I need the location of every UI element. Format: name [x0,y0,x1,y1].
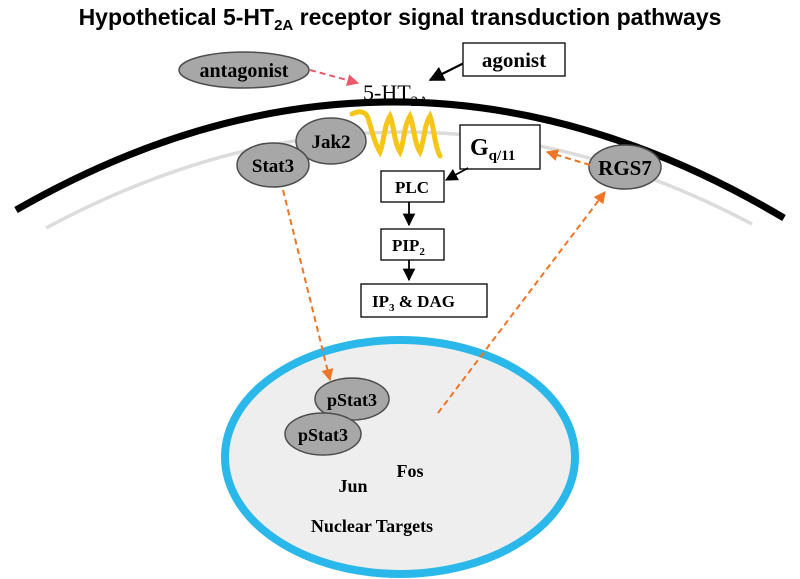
cell-membrane-outer [14,98,786,222]
pip2-label: PIP2 [392,236,425,258]
jak2-node: Jak2 [295,117,367,165]
rgs7-to-gq-arrow [545,149,591,166]
stat3-node: Stat3 [236,142,310,188]
jak2-label: Jak2 [311,132,350,153]
nuclear-targets-label: Nuclear Targets [311,516,433,536]
ip3-dag-label: IP3 & DAG [372,292,455,314]
pstat3-bottom-node: pStat3 [284,412,362,456]
pstat3-top-label: pStat3 [327,390,377,410]
antagonist-label: antagonist [200,60,289,82]
pip2-node: PIP2 [380,228,445,261]
jun-label: Jun [338,476,367,496]
gq11-node: Gq/11 [459,124,541,170]
agonist-label: agonist [482,48,546,72]
pstat3-top-node: pStat3 [314,377,390,421]
gq11-label: Gq/11 [470,135,515,164]
stat3-to-pstat3-arrow [282,189,334,382]
fos-label: Fos [397,461,424,481]
rgs7-label: RGS7 [598,156,652,180]
gq-to-plc-arrow [444,167,469,181]
antagonist-arrow [309,69,360,86]
stat3-label: Stat3 [252,156,294,177]
agonist-arrow [428,62,465,81]
nucleus [221,336,579,578]
receptor-label: 5-HT2A [363,80,429,110]
pstat3-bottom-label: pStat3 [298,425,348,445]
ip3-dag-node: IP3 & DAG [360,283,488,318]
agonist-node: agonist [462,42,566,77]
nucleus-to-rgs7-arrow [437,191,606,414]
antagonist-node: antagonist [178,51,310,89]
plc-label: PLC [395,178,429,197]
plc-node: PLC [380,170,445,203]
page-title: Hypothetical 5-HT2A receptor signal tran… [78,4,722,34]
rgs7-node: RGS7 [588,144,662,190]
receptor-helix [349,109,443,159]
